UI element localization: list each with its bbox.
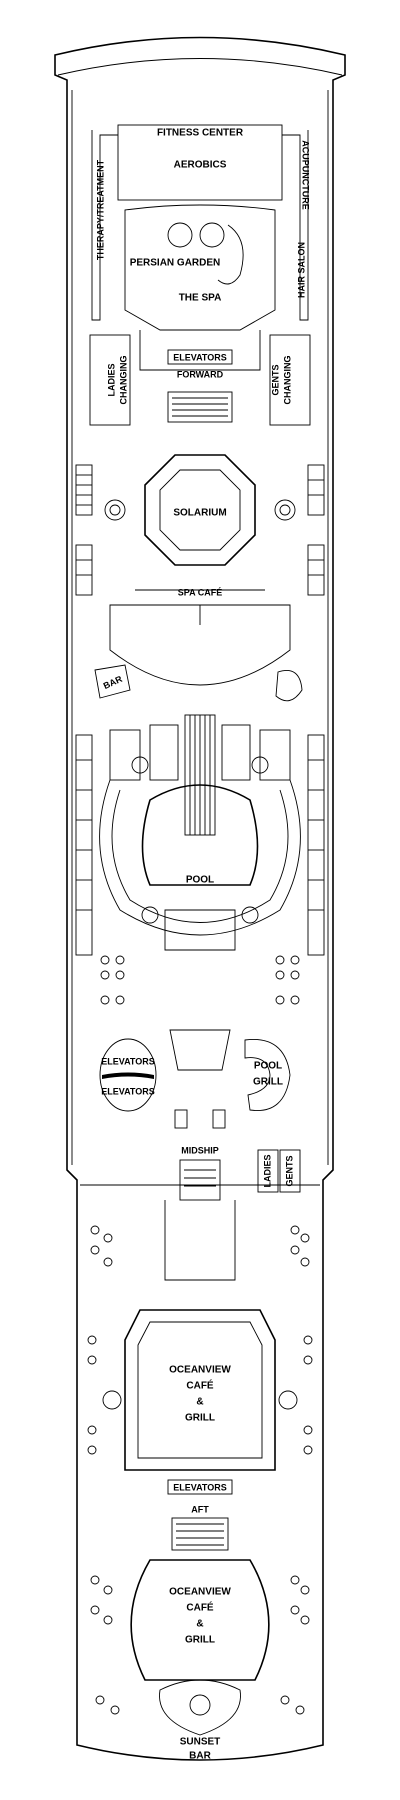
label-aft: AFT [191, 1504, 209, 1514]
label-gents-changing-1: GENTS [270, 364, 280, 395]
label-solarium: SOLARIUM [173, 508, 226, 519]
label-oceanview-2-b: CAFÉ [186, 1601, 214, 1614]
label-elevators-forward: ELEVATORS [173, 352, 227, 362]
label-ladies: LADIES [262, 1154, 272, 1187]
label-midship: MIDSHIP [181, 1145, 219, 1155]
label-hair-salon: HAIR SALON [296, 242, 306, 298]
label-gents-changing-2: CHANGING [282, 356, 292, 405]
label-forward: FORWARD [177, 369, 224, 379]
label-the-spa: THE SPA [179, 293, 222, 304]
label-elevators-mid-1: ELEVATORS [101, 1056, 155, 1066]
label-fitness-center: FITNESS CENTER [157, 128, 244, 139]
oceanview-fwd-structure [102, 1309, 298, 1495]
label-oceanview-1-d: GRILL [185, 1413, 215, 1424]
label-spa-cafe: SPA CAFÉ [178, 587, 223, 597]
label-ladies-changing-1: LADIES [106, 363, 116, 396]
label-gents: GENTS [284, 1155, 294, 1186]
label-elevators-mid-2: ELEVATORS [101, 1086, 155, 1096]
loungers [75, 464, 325, 956]
label-persian-garden: PERSIAN GARDEN [130, 258, 221, 269]
label-pool-grill-1: POOL [254, 1061, 282, 1072]
label-oceanview-1-a: OCEANVIEW [169, 1365, 231, 1376]
solarium-structure [104, 454, 296, 591]
midship-structure [99, 1029, 301, 1281]
label-sunset-bar-1: SUNSET [180, 1737, 221, 1748]
pool-structure [99, 714, 301, 951]
label-ladies-changing-2: CHANGING [118, 356, 128, 405]
label-sunset-bar-2: BAR [189, 1751, 211, 1762]
label-oceanview-2-d: GRILL [185, 1635, 215, 1646]
tables [87, 955, 313, 1715]
label-oceanview-2-c: & [196, 1619, 203, 1630]
label-acupuncture: ACUPUNCTURE [301, 140, 311, 210]
spa-structure [89, 124, 311, 426]
label-pool: POOL [186, 875, 214, 886]
spa-cafe-structure [109, 604, 291, 686]
label-oceanview-2-a: OCEANVIEW [169, 1587, 231, 1598]
oceanview-aft-structure [130, 1517, 270, 1736]
label-therapy-treatment: THERAPY/TREATMENT [95, 159, 105, 260]
label-oceanview-1-c: & [196, 1397, 203, 1408]
label-elevators-aft: ELEVATORS [173, 1482, 227, 1492]
label-oceanview-1-b: CAFÉ [186, 1379, 214, 1392]
label-bar: BAR [102, 674, 124, 692]
label-aerobics: AEROBICS [174, 160, 227, 171]
bar-structure [94, 664, 303, 702]
label-pool-grill-2: GRILL [253, 1077, 283, 1088]
hull [54, 36, 346, 1761]
